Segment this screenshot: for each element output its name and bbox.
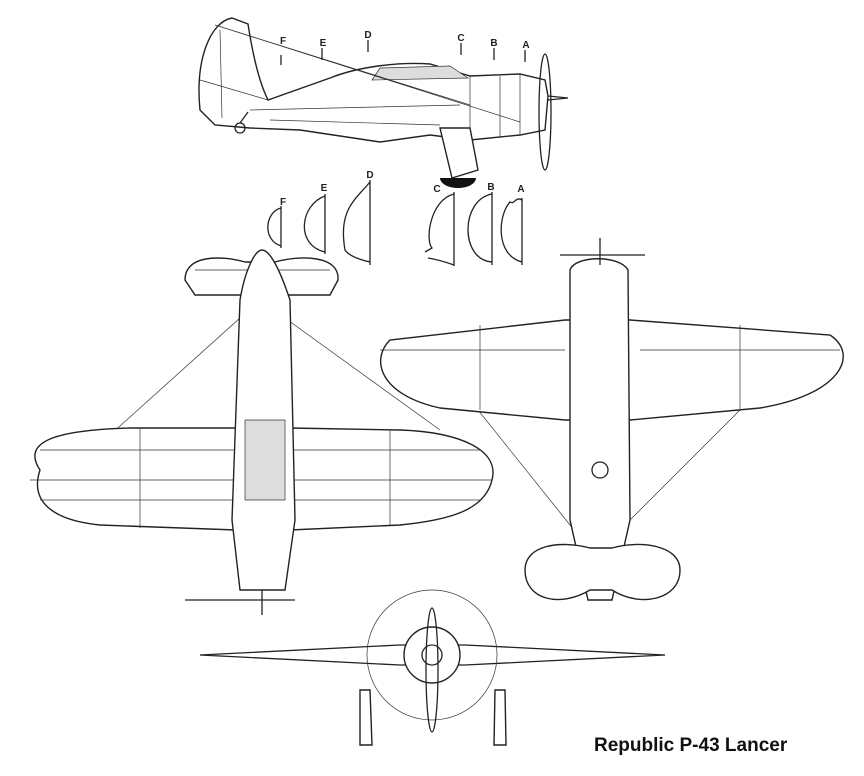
- station-label-b: B: [490, 38, 497, 49]
- bottom-view: [380, 238, 844, 601]
- station-label-d: D: [364, 30, 371, 41]
- station-label-f: F: [280, 36, 286, 47]
- drawing-title: Republic P-43 Lancer: [594, 735, 788, 756]
- section-label-f: F: [280, 197, 286, 208]
- front-view: [199, 589, 666, 746]
- side-view: F E D C B A: [198, 17, 569, 188]
- station-label-c: C: [457, 33, 464, 44]
- section-label-b: B: [487, 182, 494, 193]
- section-label-c: C: [433, 184, 440, 195]
- section-label-a: A: [517, 184, 524, 195]
- top-view: [30, 249, 494, 615]
- station-label-a: A: [522, 40, 529, 51]
- station-label-e: E: [320, 38, 327, 49]
- section-label-e: E: [321, 183, 328, 194]
- cross-sections: F E D C B A: [267, 170, 525, 266]
- station-markers: F E D C B A: [280, 30, 530, 65]
- section-label-d: D: [366, 170, 373, 181]
